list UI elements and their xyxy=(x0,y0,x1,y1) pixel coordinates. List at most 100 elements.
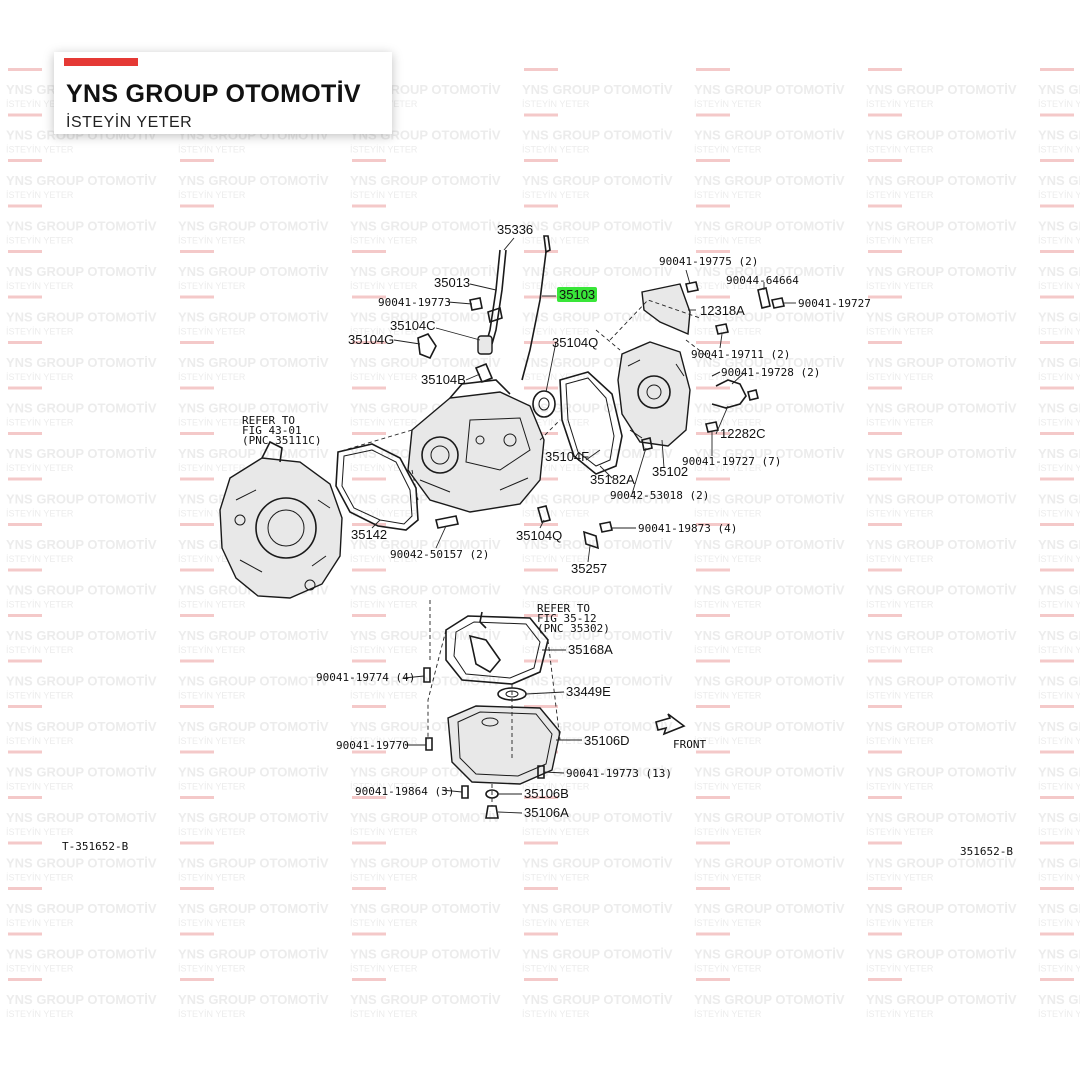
watermark-title: YNS GROUP OTOMOTİV xyxy=(6,446,157,461)
label-90044-64664[interactable]: 90044-64664 xyxy=(726,274,799,287)
watermark-bar xyxy=(696,68,730,71)
drain-plug-35106a xyxy=(485,805,499,819)
watermark-subtitle: İSTEYİN YETER xyxy=(694,736,762,746)
label-90041-19727[interactable]: 90041-19727 xyxy=(798,297,871,310)
watermark-subtitle: İSTEYİN YETER xyxy=(1038,645,1080,655)
watermark-title: YNS GROUP OTOMOTİV xyxy=(522,446,673,461)
watermark-bar xyxy=(868,796,902,799)
label-90042-50157[interactable]: 90042-50157 (2) xyxy=(390,548,489,561)
label-90042-53018[interactable]: 90042-53018 (2) xyxy=(610,489,709,502)
watermark-subtitle: İSTEYİN YETER xyxy=(694,463,762,473)
watermark-bar xyxy=(1040,796,1074,799)
watermark-title: YNS GROUP OTOMOTİV xyxy=(866,537,1017,552)
label-35168a[interactable]: 35168A xyxy=(568,642,613,657)
watermark-subtitle: İSTEYİN YETER xyxy=(866,99,934,109)
watermark-subtitle: İSTEYİN YETER xyxy=(522,99,590,109)
label-90041-19773[interactable]: 90041-19773 xyxy=(378,296,451,309)
watermark-bar xyxy=(868,750,902,754)
label-35257[interactable]: 35257 xyxy=(571,561,607,576)
watermark-title: YNS GROUP OTOMOTİV xyxy=(694,674,845,689)
watermark-title: YNS GROUP OTOMOTİV xyxy=(1038,901,1080,916)
watermark-title: YNS GROUP OTOMOTİV xyxy=(522,128,673,143)
watermark-bar xyxy=(352,659,386,663)
label-12318a[interactable]: 12318A xyxy=(700,303,745,318)
watermark-subtitle: İSTEYİN YETER xyxy=(522,1009,590,1019)
label-90041-19864[interactable]: 90041-19864 (3) xyxy=(355,785,454,798)
label-90041-19770[interactable]: 90041-19770 xyxy=(336,739,409,752)
label-90041-19774[interactable]: 90041-19774 (4) xyxy=(316,671,415,684)
label-35142[interactable]: 35142 xyxy=(351,527,387,542)
label-35336[interactable]: 35336 xyxy=(497,222,533,237)
watermark-subtitle: İSTEYİN YETER xyxy=(1038,736,1080,746)
label-35106b[interactable]: 35106B xyxy=(524,786,569,801)
label-90041-19773-13[interactable]: 90041-19773 (13) xyxy=(566,767,672,780)
watermark-bar xyxy=(868,887,902,890)
label-90041-19727-7[interactable]: 90041-19727 (7) xyxy=(682,455,781,468)
watermark-subtitle: İSTEYİN YETER xyxy=(522,372,590,382)
watermark-bar xyxy=(696,659,730,663)
watermark-bar xyxy=(1040,250,1074,253)
watermark-subtitle: İSTEYİN YETER xyxy=(178,190,246,200)
watermark-subtitle: İSTEYİN YETER xyxy=(178,873,246,883)
gasket-35142 xyxy=(335,443,419,531)
watermark-title: YNS GROUP OTOMOTİV xyxy=(350,583,501,598)
watermark-bar xyxy=(180,887,214,890)
gasket-35182a xyxy=(559,371,623,475)
watermark-title: YNS GROUP OTOMOTİV xyxy=(866,810,1017,825)
watermark-subtitle: İSTEYİN YETER xyxy=(522,827,590,837)
watermark-subtitle: İSTEYİN YETER xyxy=(866,145,934,155)
label-12282c[interactable]: 12282C xyxy=(720,426,766,441)
label-90041-19711[interactable]: 90041-19711 (2) xyxy=(691,348,790,361)
watermark-title: YNS GROUP OTOMOTİV xyxy=(6,355,157,370)
watermark-subtitle: İSTEYİN YETER xyxy=(178,145,246,155)
watermark-subtitle: İSTEYİN YETER xyxy=(694,918,762,928)
watermark-bar xyxy=(868,159,902,162)
label-35106a[interactable]: 35106A xyxy=(524,805,569,820)
label-90041-19728[interactable]: 90041-19728 (2) xyxy=(721,366,820,379)
label-35106d[interactable]: 35106D xyxy=(584,733,630,748)
watermark-bar xyxy=(868,68,902,71)
watermark-subtitle: İSTEYİN YETER xyxy=(350,691,418,701)
watermark-subtitle: İSTEYİN YETER xyxy=(866,782,934,792)
watermark-title: YNS GROUP OTOMOTİV xyxy=(694,446,845,461)
label-35182a[interactable]: 35182A xyxy=(590,472,635,487)
watermark-title: YNS GROUP OTOMOTİV xyxy=(1038,310,1080,325)
watermark-bar xyxy=(180,159,214,162)
watermark-bar xyxy=(696,341,730,344)
watermark-subtitle: İSTEYİN YETER xyxy=(178,600,246,610)
watermark-bar xyxy=(180,796,214,799)
label-35102[interactable]: 35102 xyxy=(652,464,688,479)
label-90041-19873[interactable]: 90041-19873 (4) xyxy=(638,522,737,535)
label-35103[interactable]: 35103 xyxy=(559,287,595,302)
watermark-subtitle: İSTEYİN YETER xyxy=(178,509,246,519)
watermark-bar xyxy=(352,386,386,390)
watermark-bar xyxy=(8,750,42,754)
label-33449e[interactable]: 33449E xyxy=(566,684,611,699)
watermark-title: YNS GROUP OTOMOTİV xyxy=(694,401,845,416)
watermark-bar xyxy=(868,705,902,708)
watermark-subtitle: İSTEYİN YETER xyxy=(350,645,418,655)
watermark-subtitle: İSTEYİN YETER xyxy=(694,281,762,291)
watermark-subtitle: İSTEYİN YETER xyxy=(178,736,246,746)
label-35013[interactable]: 35013 xyxy=(434,275,470,290)
watermark-subtitle: İSTEYİN YETER xyxy=(1038,600,1080,610)
watermark-bar xyxy=(180,841,214,845)
watermark-title: YNS GROUP OTOMOTİV xyxy=(6,173,157,188)
watermark-bar xyxy=(868,932,902,936)
label-35104f[interactable]: 35104F xyxy=(545,449,589,464)
label-35104g[interactable]: 35104G xyxy=(348,332,394,347)
watermark-subtitle: İSTEYİN YETER xyxy=(522,281,590,291)
label-35104b[interactable]: 35104B xyxy=(421,372,466,387)
watermark-bar xyxy=(696,295,730,299)
watermark-bar xyxy=(868,341,902,344)
label-35104c[interactable]: 35104C xyxy=(390,318,436,333)
watermark-title: YNS GROUP OTOMOTİV xyxy=(866,901,1017,916)
watermark-bar xyxy=(696,705,730,708)
label-35104q-bottom[interactable]: 35104Q xyxy=(516,528,562,543)
watermark-bar xyxy=(352,250,386,253)
label-35104q-top[interactable]: 35104Q xyxy=(552,335,598,350)
rear-cover-35102 xyxy=(617,341,691,447)
oil-pan-35106d xyxy=(447,705,561,785)
watermark-subtitle: İSTEYİN YETER xyxy=(522,236,590,246)
label-90041-19775[interactable]: 90041-19775 (2) xyxy=(659,255,758,268)
